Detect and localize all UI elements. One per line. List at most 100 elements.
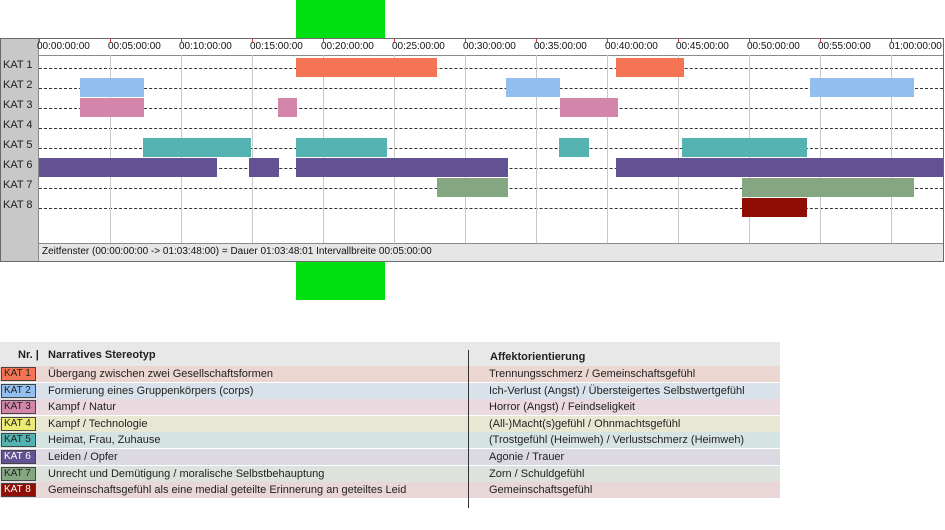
category-label: KAT 2 [3, 79, 33, 91]
legend-row: KAT 5 Heimat, Frau, Zuhause (Trostgefühl (… [0, 432, 780, 449]
time-tick-mark [891, 39, 892, 42]
legend-column-divider [468, 350, 469, 508]
legend-stereotyp-text: Gemeinschaftsgefühl als eine medial gete… [48, 484, 407, 497]
legend-row: KAT 1 Übergang zwischen zwei Gesellschaft… [0, 366, 780, 382]
time-tick-label: 00:40:00:00 [605, 41, 658, 52]
row-guide-line [39, 88, 943, 89]
interval-grid-line [110, 55, 111, 244]
legend-stereotyp-text: Leiden / Opfer [48, 451, 118, 463]
playhead-bottom-marker [296, 262, 385, 300]
interval-grid-line [394, 55, 395, 244]
legend-category-swatch: KAT 5 [1, 433, 36, 448]
row-guide-line [39, 108, 943, 109]
category-label: KAT 6 [3, 159, 33, 171]
legend-stereotyp-text: Kampf / Technologie [48, 417, 148, 430]
time-tick-label: 00:50:00:00 [747, 41, 800, 52]
segment-kat-5[interactable] [142, 138, 251, 157]
category-label: KAT 3 [3, 99, 33, 111]
time-tick-mark [39, 39, 40, 42]
legend-affekt-text: (Trostgefühl (Heimweh) / Verlustschmerz … [489, 434, 745, 447]
segment-kat-6[interactable] [249, 158, 279, 177]
segment-kat-6[interactable] [615, 158, 943, 177]
legend-row: KAT 4 Kampf / Technologie (All-)Macht(s)ge… [0, 415, 780, 432]
legend-header-stereotyp: Narratives Stereotyp [48, 349, 156, 361]
timeline-status-bar: Zeitfenster (00:00:00:00 -> 01:03:48:00)… [39, 243, 943, 261]
legend-category-swatch: KAT 2 [1, 383, 36, 398]
legend-category-swatch: KAT 6 [1, 450, 36, 464]
segment-kat-1[interactable] [615, 58, 684, 77]
segment-kat-3[interactable] [80, 98, 145, 117]
segment-kat-7[interactable] [741, 178, 914, 197]
time-tick-mark [181, 39, 182, 42]
time-tick-mark [678, 39, 679, 42]
time-tick-label: 00:00:00:00 [37, 41, 90, 52]
interval-grid-line [820, 55, 821, 244]
segment-kat-2[interactable] [810, 78, 914, 97]
time-tick-mark [465, 39, 466, 42]
category-label: KAT 1 [3, 59, 33, 71]
segment-kat-2[interactable] [506, 78, 561, 97]
row-guide-line [39, 68, 943, 69]
segment-kat-6[interactable] [39, 158, 217, 177]
segment-kat-5[interactable] [682, 138, 808, 157]
legend-stereotyp-text: Heimat, Frau, Zuhause [48, 434, 161, 447]
time-tick-mark [820, 39, 821, 42]
legend-stereotyp-text: Kampf / Natur [48, 401, 116, 414]
legend-affekt-text: Horror (Angst) / Feindseligkeit [489, 401, 636, 414]
segment-kat-6[interactable] [296, 158, 508, 177]
row-guide-line [39, 208, 943, 209]
row-guide-line [39, 128, 943, 129]
category-label: KAT 8 [3, 199, 33, 211]
time-tick-label: 01:00:00:00 [889, 41, 942, 52]
time-tick-mark [323, 39, 324, 42]
segment-kat-2[interactable] [80, 78, 145, 97]
segment-kat-3[interactable] [277, 98, 298, 117]
time-tick-mark [110, 39, 111, 42]
interval-grid-line [252, 55, 253, 244]
segment-kat-5[interactable] [296, 138, 387, 157]
time-tick-label: 00:25:00:00 [392, 41, 445, 52]
legend-stereotyp-text: Unrecht und Demütigung / moralische Selb… [48, 467, 325, 480]
interval-grid-line [465, 55, 466, 244]
interval-grid-line [536, 55, 537, 244]
time-tick-mark [607, 39, 608, 42]
interval-grid-line [891, 55, 892, 244]
legend-affekt-text: Agonie / Trauer [489, 451, 565, 463]
time-tick-label: 00:20:00:00 [321, 41, 374, 52]
time-tick-label: 00:15:00:00 [250, 41, 303, 52]
segment-kat-7[interactable] [436, 178, 508, 197]
legend-affekt-text: Gemeinschaftsgefühl [489, 484, 593, 497]
legend-header-affekt: Affektorientierung [490, 351, 586, 363]
time-tick-mark [394, 39, 395, 42]
time-tick-label: 00:35:00:00 [534, 41, 587, 52]
segment-kat-8[interactable] [741, 198, 808, 217]
segment-kat-1[interactable] [296, 58, 437, 77]
category-label: KAT 5 [3, 139, 33, 151]
time-tick-label: 00:45:00:00 [676, 41, 729, 52]
legend-category-swatch: KAT 4 [1, 416, 36, 431]
legend-category-swatch: KAT 8 [1, 483, 36, 498]
legend-row: KAT 8 Gemeinschaftsgefühl als eine medial… [0, 482, 780, 499]
legend-affekt-text: (All-)Macht(s)gefühl / Ohnmachtsgefühl [489, 417, 681, 430]
interval-grid-line [607, 55, 608, 244]
segment-kat-5[interactable] [558, 138, 589, 157]
segment-kat-3[interactable] [560, 98, 619, 117]
legend-header-row: Nr. | Narratives Stereotyp Affektorienti… [0, 342, 780, 366]
legend-stereotyp-text: Übergang zwischen zwei Gesellschaftsform… [48, 368, 273, 380]
time-tick-label: 00:10:00:00 [179, 41, 232, 52]
interval-grid-line [678, 55, 679, 244]
category-legend-table: Nr. | Narratives Stereotyp Affektorienti… [0, 342, 780, 508]
time-tick-mark [536, 39, 537, 42]
legend-category-swatch: KAT 1 [1, 367, 36, 381]
category-label: KAT 4 [3, 119, 33, 131]
row-guide-line [39, 148, 943, 149]
legend-affekt-text: Zorn / Schuldgefühl [489, 467, 585, 480]
time-tick-mark [252, 39, 253, 42]
time-tick-label: 00:55:00:00 [818, 41, 871, 52]
